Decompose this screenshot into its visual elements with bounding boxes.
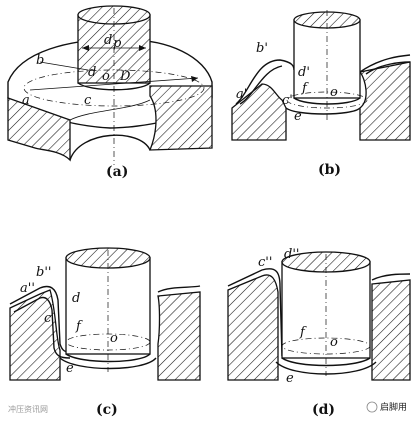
label-b: b <box>36 53 44 68</box>
label-d-c: d <box>72 291 80 306</box>
die-c <box>9 289 61 381</box>
label-c: c <box>84 93 92 108</box>
label-b1: b' <box>256 41 268 56</box>
label-c1: c' <box>282 93 293 108</box>
label-o-d: o <box>330 335 338 350</box>
die-b <box>231 83 287 141</box>
label-dp-sub: p <box>113 36 122 51</box>
label-e-b: e <box>294 109 302 124</box>
label-o: o <box>102 69 110 84</box>
label-b2: b'' <box>36 265 51 280</box>
die-left <box>7 97 71 162</box>
label-o-b: o <box>330 85 338 100</box>
label-dp: d <box>104 33 112 48</box>
label-e-d: e <box>286 371 294 386</box>
label-f-c: f <box>75 319 83 334</box>
label-c-c: c <box>44 311 52 326</box>
label-d2: d'' <box>284 247 299 262</box>
label-e-c: e <box>66 361 74 376</box>
label-d1: d' <box>298 65 310 80</box>
caption-b: (b) <box>318 162 341 178</box>
panel-c: b'' a'' d c f o e (c) <box>9 247 201 418</box>
label-f: f <box>301 81 309 96</box>
caption-c: (c) <box>96 402 118 418</box>
die-d <box>227 274 279 381</box>
label-o-c: o <box>110 331 118 346</box>
caption-a: (a) <box>106 164 128 180</box>
watermark-logo-icon <box>366 401 378 413</box>
panel-d: c'' d'' f o e (d) <box>227 247 411 418</box>
panel-b: b' d' f a' c' o e (b) <box>231 10 411 178</box>
label-a2: a'' <box>20 281 35 296</box>
panel-a: d p b d o D a c (a) <box>7 5 213 180</box>
watermark-left: 冲压资讯网 <box>8 404 48 414</box>
label-D: D <box>119 69 131 84</box>
label-d: d <box>88 65 96 80</box>
label-a1: a' <box>236 87 247 102</box>
die-right <box>149 85 213 151</box>
label-c2: c'' <box>258 255 272 270</box>
watermark-right: 启脚用 <box>380 401 407 413</box>
label-a: a <box>22 93 30 108</box>
caption-d: (d) <box>312 402 335 418</box>
label-f-d: f <box>299 325 307 340</box>
